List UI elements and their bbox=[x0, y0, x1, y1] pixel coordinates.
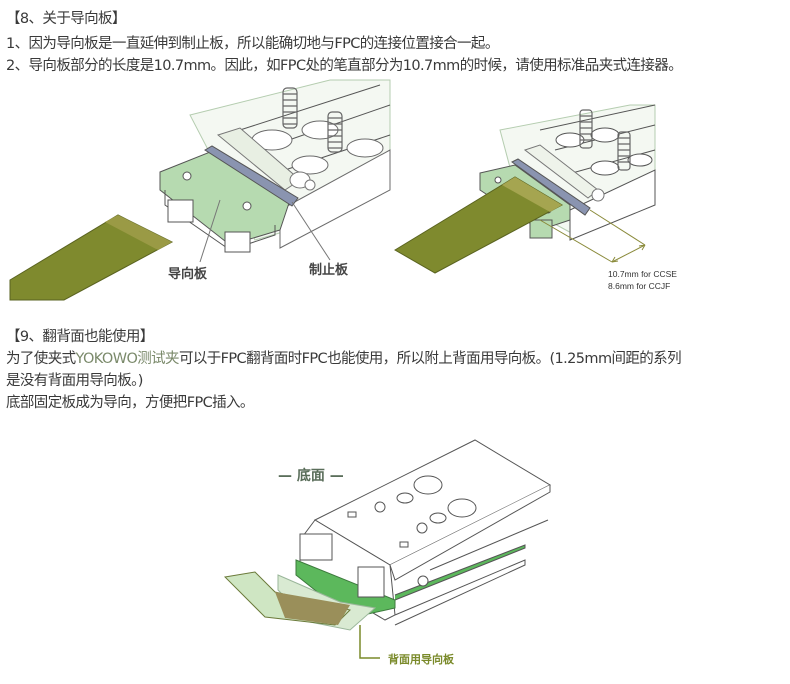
dimension-label-ccse: 10.7mm for CCSE bbox=[608, 269, 677, 279]
leader-line bbox=[291, 201, 331, 261]
label-stopper-plate: 制止板 bbox=[309, 262, 349, 278]
green-base-plate bbox=[295, 533, 396, 619]
fpc-strip bbox=[9, 214, 174, 301]
leader-line bbox=[359, 625, 380, 659]
guide-plate bbox=[159, 151, 291, 253]
para1-prefix: 为了使夹式 bbox=[6, 351, 76, 367]
label-back-guide-plate: 背面用导向板 bbox=[388, 652, 455, 666]
dimension-indicator bbox=[539, 209, 646, 263]
figure-fpc-inserted-diagram: 10.7mm for CCSE 8.6mm for CCJF bbox=[394, 104, 677, 291]
stopper-plate bbox=[204, 145, 299, 207]
section9-heading: 【9、翻背面也能使用】 bbox=[6, 329, 154, 345]
section8-heading: 【8、关于导向板】 bbox=[6, 11, 126, 27]
figure-guide-plate-diagram: 导向板 制止板 bbox=[9, 79, 391, 301]
section9-para2: 底部固定板成为导向，方便把FPC插入。 bbox=[6, 395, 254, 411]
leader-line bbox=[199, 199, 221, 263]
yokowo-test-clip-link[interactable]: YOKOWO测试夹 bbox=[75, 351, 180, 367]
figure-title-bottom: — 底面 — bbox=[278, 467, 344, 484]
section9-para1: 为了使夹式YOKOWO测试夹可以于FPC翻背面时FPC也能使用，所以附上背面用导… bbox=[6, 349, 682, 369]
fpc-strip bbox=[223, 571, 351, 626]
roller bbox=[523, 144, 605, 202]
dimension-label-ccjf: 8.6mm for CCJF bbox=[608, 281, 670, 291]
figure-bottom-view-diagram: — 底面 — 背面用导向板 bbox=[223, 439, 552, 666]
para1-suffix: 可以于FPC翻背面时FPC也能使用，所以附上背面用导向板。(1.25mm间距的系… bbox=[178, 351, 682, 367]
label-guide-plate: 导向板 bbox=[168, 266, 208, 282]
stopper-plate bbox=[511, 158, 591, 216]
fpc-strip bbox=[394, 176, 564, 274]
section8-line2: 2、导向板部分的长度是10.7mm。因此，如FPC处的笔直部分为10.7mm的时… bbox=[6, 58, 683, 74]
spring-icon bbox=[282, 87, 343, 153]
spring-icon bbox=[579, 109, 631, 171]
section8-line1: 1、因为导向板是一直延伸到制止板，所以能确切地与FPC的连接位置接合一起。 bbox=[6, 36, 499, 52]
section9-para1-cont: 是没有背面用导向板。) bbox=[6, 373, 143, 389]
roller bbox=[216, 127, 316, 191]
